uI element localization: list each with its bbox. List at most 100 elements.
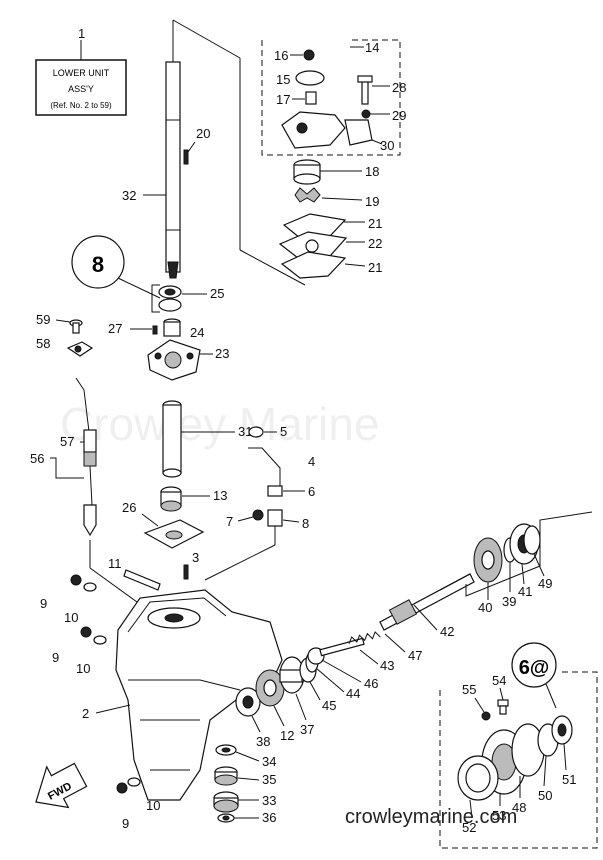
screw-7 — [252, 509, 264, 521]
callout-10b: 10 — [76, 661, 90, 676]
pin-20 — [183, 149, 189, 165]
drive-shaft — [165, 19, 306, 286]
seal-38 — [235, 687, 261, 717]
callout-13: 13 — [213, 488, 227, 503]
ref-box-line2: ASS'Y — [68, 84, 94, 94]
callout-3: 3 — [192, 550, 199, 565]
callout-9a: 9 — [40, 596, 47, 611]
callout-46: 46 — [364, 676, 378, 691]
callout-57: 57 — [60, 434, 74, 449]
callout-50: 50 — [538, 788, 552, 803]
lower-case-2 — [115, 589, 283, 801]
callout-34: 34 — [262, 754, 276, 769]
housing-23 — [147, 339, 201, 381]
tube-4 — [248, 447, 281, 490]
callout-18: 18 — [365, 164, 379, 179]
ref-box-line3: (Ref. No. 2 to 59) — [50, 101, 112, 110]
callout-41: 41 — [518, 584, 532, 599]
callout-30: 30 — [380, 138, 394, 153]
pump-internals: 18 19 21 22 21 — [278, 159, 382, 279]
bolt-54 — [497, 699, 509, 715]
callout-29: 29 — [392, 108, 406, 123]
callout-44: 44 — [346, 686, 360, 701]
callout-42: 42 — [440, 624, 454, 639]
forward-gear-group — [473, 523, 541, 583]
callout-56: 56 — [30, 451, 44, 466]
grommet-5 — [248, 426, 264, 438]
callout-26: 26 — [122, 500, 136, 515]
shift-rod — [75, 377, 97, 537]
callout-39: 39 — [502, 594, 516, 609]
fwd-arrow: FWD — [35, 762, 88, 809]
callout-8: 8 — [302, 516, 309, 531]
watermark-text: Crowley Marine — [60, 398, 380, 450]
callout-6: 6 — [308, 484, 315, 499]
fitting-8 — [267, 509, 283, 527]
callout-58: 58 — [36, 336, 50, 351]
callout-33: 33 — [262, 793, 276, 808]
callout-17: 17 — [276, 92, 290, 107]
callout-54: 54 — [492, 673, 506, 688]
callout-31: 31 — [238, 424, 252, 439]
callout-59: 59 — [36, 312, 50, 327]
callout-10c: 10 — [146, 798, 160, 813]
plate-26 — [143, 519, 205, 549]
bolt-washer-set-3 — [116, 777, 141, 794]
callout-43: 43 — [380, 658, 394, 673]
callout-49: 49 — [538, 576, 552, 591]
spring-47 — [348, 631, 381, 644]
plate-11 — [123, 569, 161, 591]
callout-24: 24 — [190, 325, 204, 340]
callout-36: 36 — [262, 810, 276, 825]
callout-47: 47 — [408, 648, 422, 663]
fitting-6 — [267, 485, 283, 497]
water-tube-31 — [162, 400, 182, 478]
screw-59 — [69, 319, 83, 334]
bushing-24 — [163, 318, 181, 337]
svg-text:8: 8 — [92, 252, 104, 277]
callout-14: 14 — [365, 40, 379, 55]
callout-12: 12 — [280, 728, 294, 743]
callout-9c: 9 — [122, 816, 129, 831]
reference-box: LOWER UNIT ASS'Y (Ref. No. 2 to 59) — [35, 40, 127, 116]
callout-38: 38 — [256, 734, 270, 749]
callout-22: 22 — [368, 236, 382, 251]
bolt-washer-set-2 — [80, 626, 107, 645]
callout-55: 55 — [462, 682, 476, 697]
ref-box-line1: LOWER UNIT — [53, 68, 110, 78]
plate-58 — [66, 341, 94, 357]
callout-15: 15 — [276, 72, 290, 87]
propeller-shaft-housing — [457, 715, 573, 801]
washer-55 — [481, 711, 491, 721]
callout-25: 25 — [210, 286, 224, 301]
bolt-washer-set-1 — [70, 574, 97, 592]
callout-11: 11 — [108, 556, 122, 571]
seal-detail-circle-2: 6@ — [511, 642, 557, 709]
callout-40: 40 — [478, 600, 492, 615]
shift-plunger-43 — [319, 637, 365, 657]
callout-52: 52 — [462, 820, 476, 835]
callout-37: 37 — [300, 722, 314, 737]
callout-35: 35 — [262, 772, 276, 787]
site-url-text: crowleymarine.com — [345, 806, 517, 828]
callout-5: 5 — [280, 424, 287, 439]
callout-16: 16 — [274, 48, 288, 63]
callout-28: 28 — [392, 80, 406, 95]
callout-45: 45 — [322, 698, 336, 713]
callout-21b: 21 — [368, 260, 382, 275]
callout-27: 27 — [108, 321, 122, 336]
pinion-gear-12 — [255, 669, 285, 707]
callout-7: 7 — [226, 514, 233, 529]
grommet-13 — [160, 486, 182, 512]
callout-32: 32 — [122, 188, 136, 203]
seal-detail-circle: 8 — [71, 235, 161, 299]
callout-4: 4 — [308, 454, 315, 469]
housing-group-box — [439, 671, 598, 849]
callout-9b: 9 — [52, 650, 59, 665]
callout-19: 19 — [365, 194, 379, 209]
callout-20: 20 — [196, 126, 210, 141]
callout-21a: 21 — [368, 216, 382, 231]
callout-2: 2 — [82, 706, 89, 721]
